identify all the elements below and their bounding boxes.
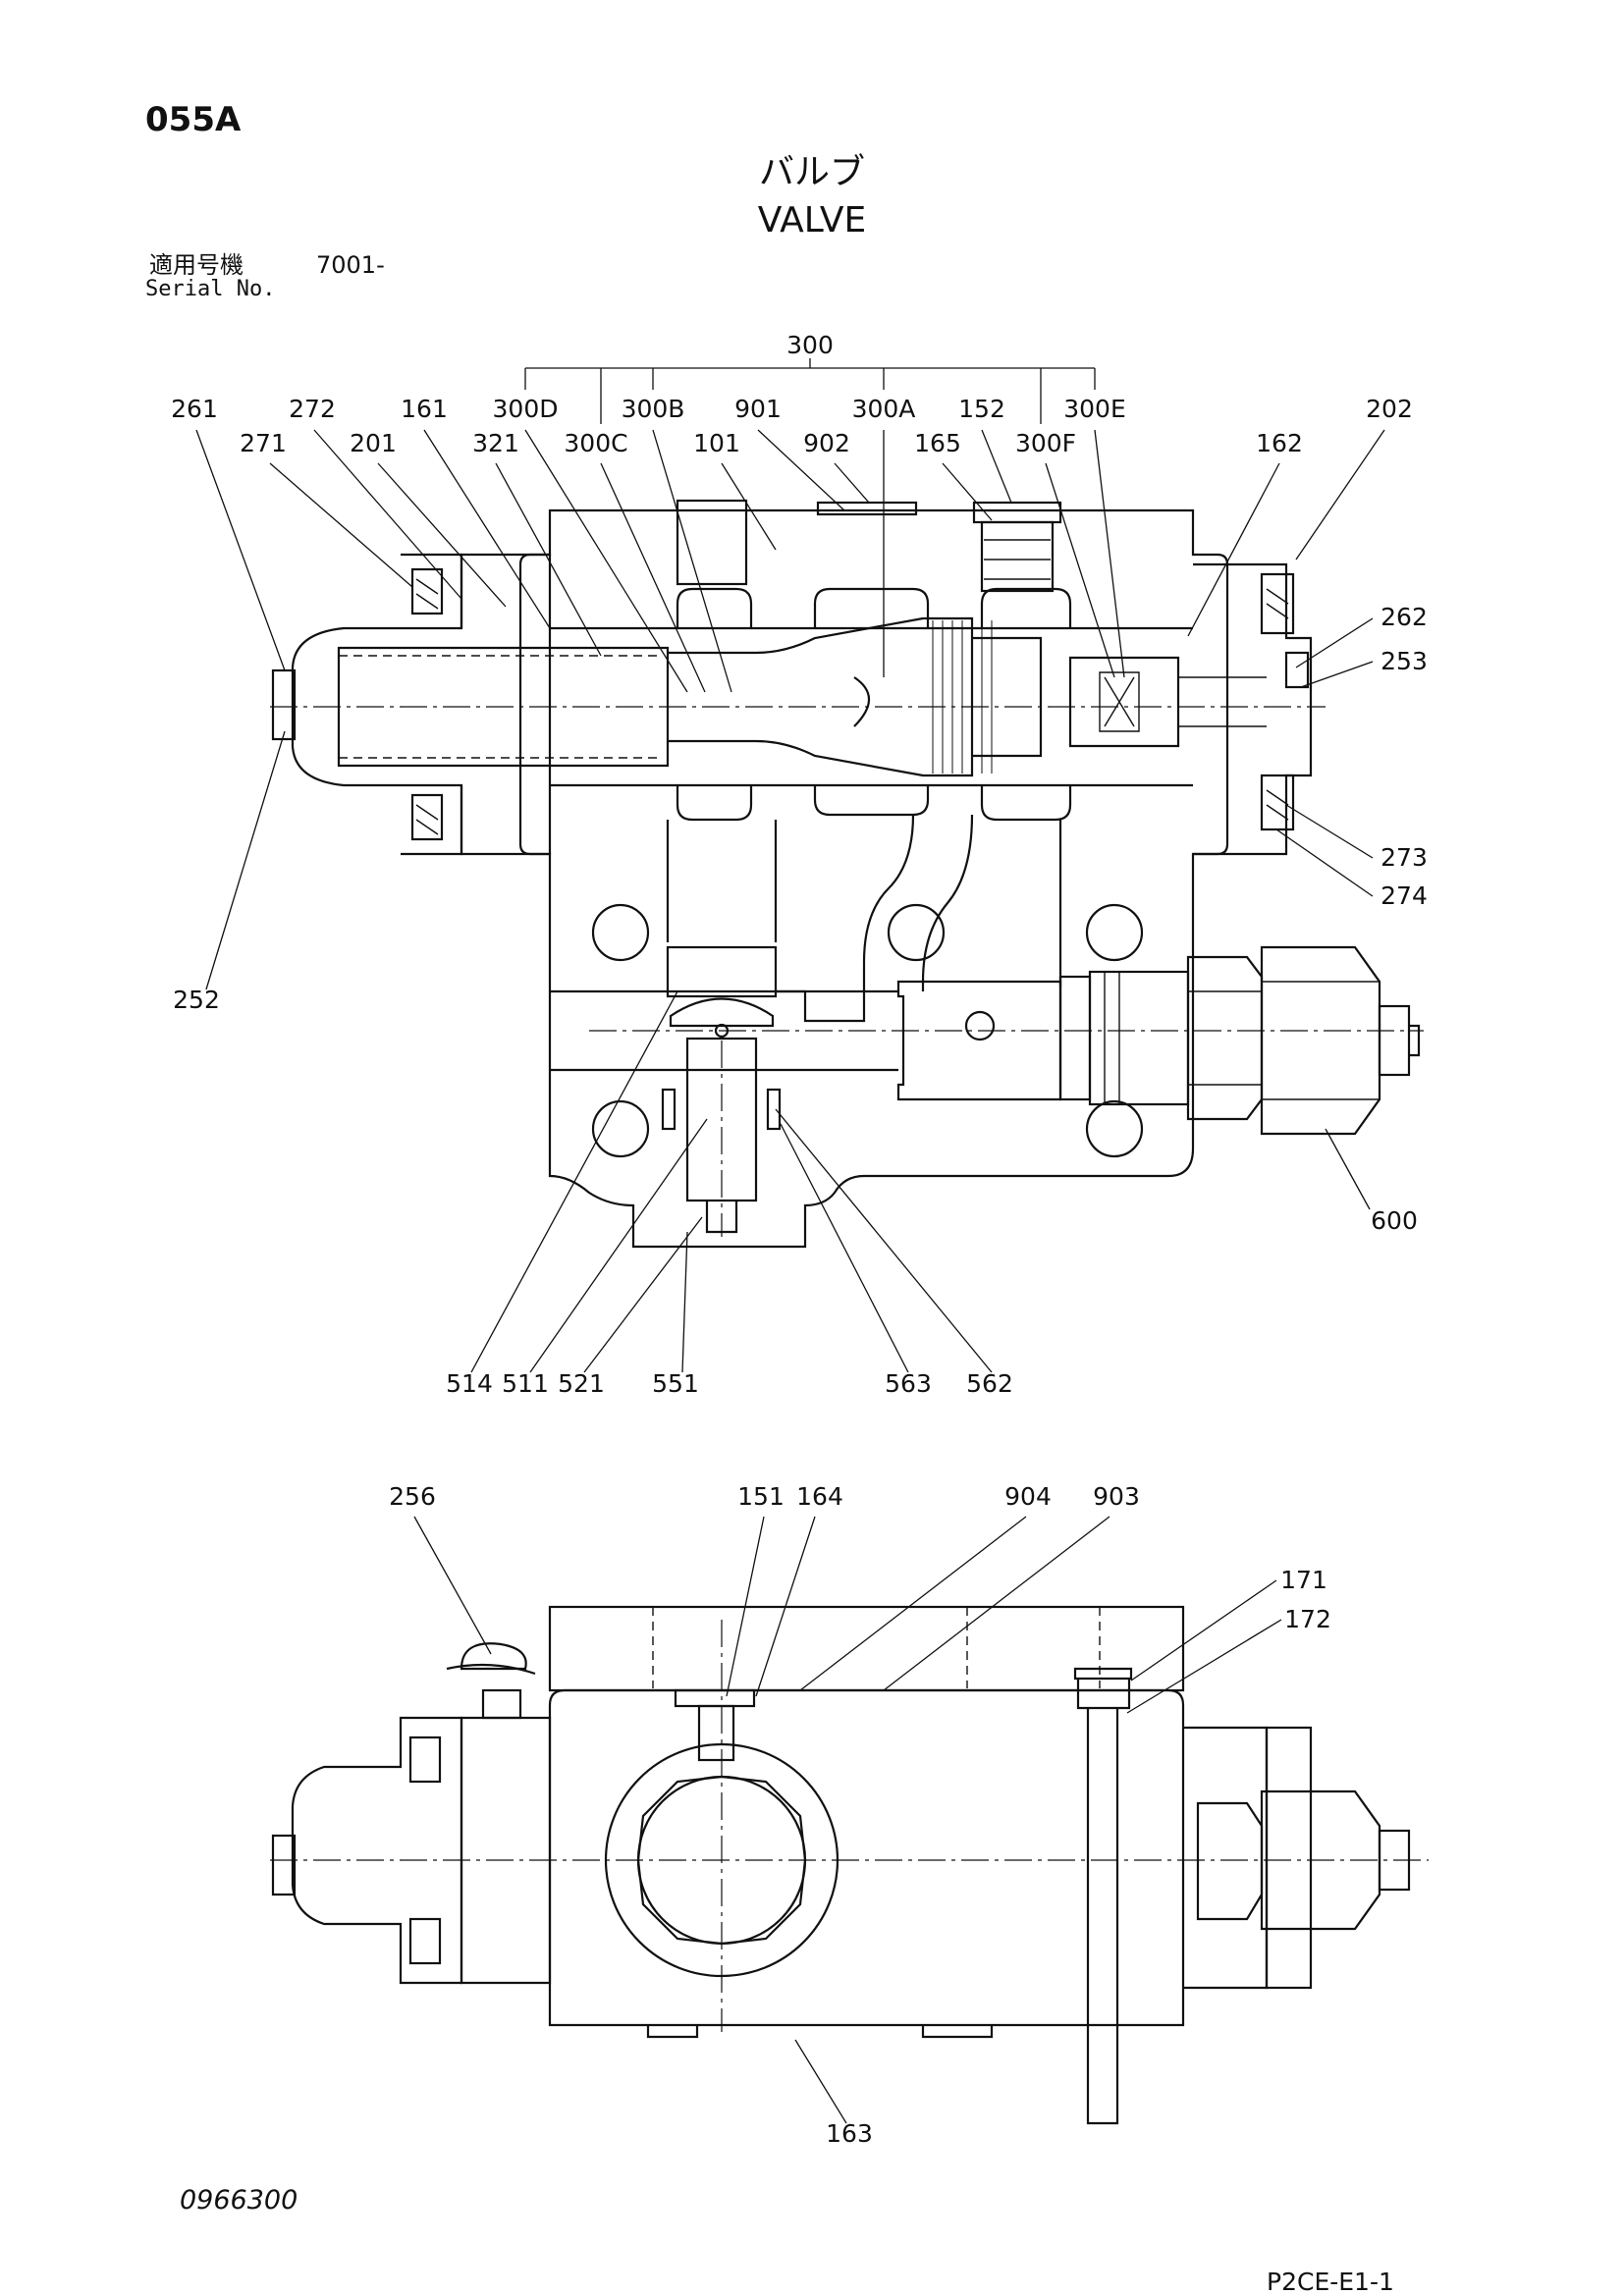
label-271: 271 <box>240 429 287 457</box>
page-code: 055A <box>145 100 242 139</box>
label-172: 172 <box>1284 1605 1331 1633</box>
label-562: 562 <box>966 1369 1013 1398</box>
label-273: 273 <box>1380 843 1428 872</box>
title-english: VALVE <box>757 200 867 240</box>
serial-value: 7001- <box>316 251 385 279</box>
label-261: 261 <box>171 395 218 423</box>
label-162: 162 <box>1256 429 1303 457</box>
label-171: 171 <box>1280 1566 1327 1594</box>
drawing-number: 0966300 <box>180 2185 298 2216</box>
label-511: 511 <box>502 1369 549 1398</box>
label-551: 551 <box>652 1369 699 1398</box>
label-903: 903 <box>1093 1482 1140 1511</box>
label-321: 321 <box>472 429 519 457</box>
label-300D: 300D <box>493 395 559 423</box>
label-514: 514 <box>446 1369 493 1398</box>
label-904: 904 <box>1004 1482 1052 1511</box>
label-901: 901 <box>734 395 782 423</box>
label-165: 165 <box>914 429 961 457</box>
title-japanese: バルブ <box>758 152 865 192</box>
label-161: 161 <box>401 395 448 423</box>
label-300B: 300B <box>622 395 685 423</box>
label-252: 252 <box>173 986 220 1014</box>
label-300A: 300A <box>852 395 916 423</box>
label-164: 164 <box>796 1482 843 1511</box>
serial-label-english: Serial No. <box>145 277 276 301</box>
label-563: 563 <box>885 1369 932 1398</box>
label-521: 521 <box>558 1369 605 1398</box>
label-274: 274 <box>1380 881 1428 910</box>
label-256: 256 <box>389 1482 436 1511</box>
callout-labels: 300 261 272 271 201 161 300D 321 300C 30… <box>171 331 1428 2148</box>
label-600: 600 <box>1371 1206 1418 1235</box>
label-300: 300 <box>786 331 834 359</box>
label-300E: 300E <box>1063 395 1126 423</box>
label-163: 163 <box>826 2119 873 2148</box>
section-view <box>270 499 1424 1249</box>
label-101: 101 <box>693 429 740 457</box>
label-152: 152 <box>958 395 1005 423</box>
leader-lines <box>195 358 1385 2124</box>
label-262: 262 <box>1380 603 1428 631</box>
label-151: 151 <box>737 1482 785 1511</box>
label-201: 201 <box>350 429 397 457</box>
label-300F: 300F <box>1015 429 1076 457</box>
label-272: 272 <box>289 395 336 423</box>
label-202: 202 <box>1366 395 1413 423</box>
exterior-view <box>270 1605 1429 2125</box>
label-253: 253 <box>1380 647 1428 675</box>
sheet-code: P2CE-E1-1 <box>1267 2268 1394 2296</box>
label-902: 902 <box>803 429 850 457</box>
label-300C: 300C <box>564 429 627 457</box>
serial-label-japanese: 適用号機 <box>149 251 244 279</box>
